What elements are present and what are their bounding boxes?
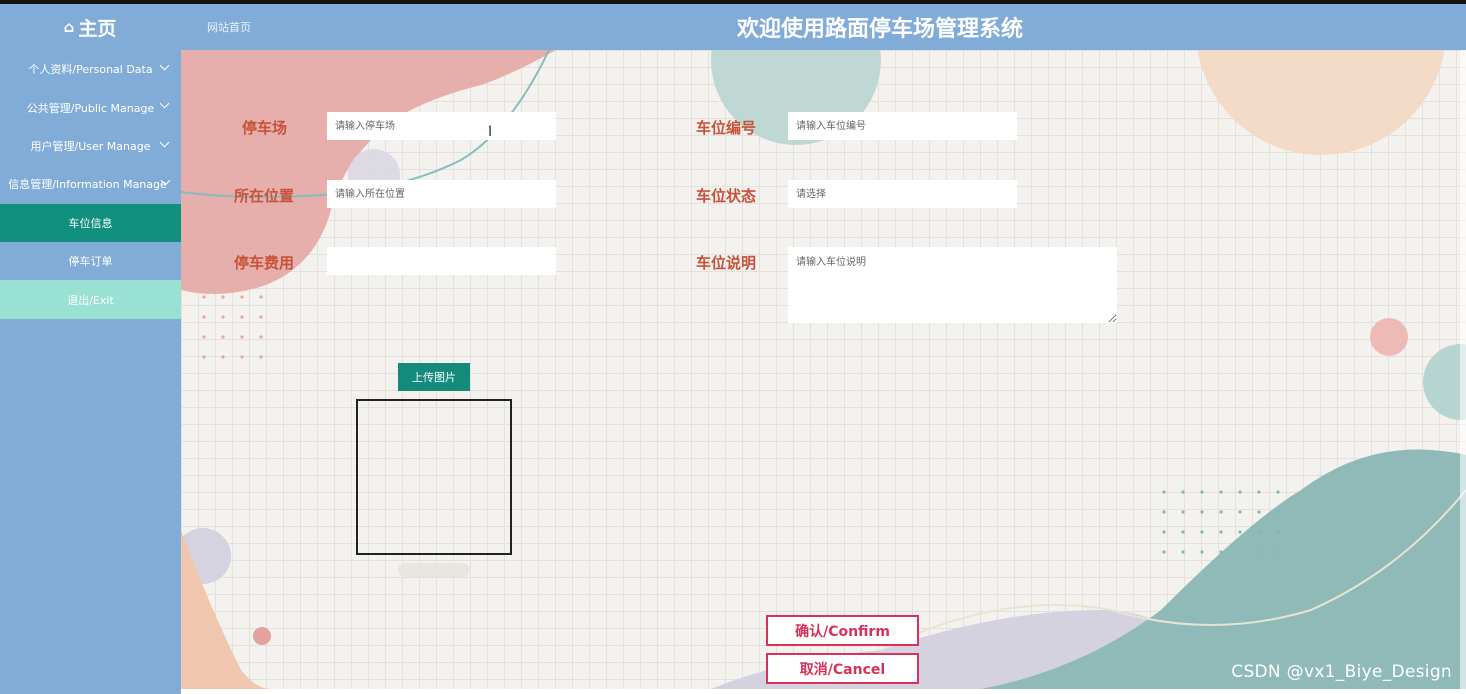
sidebar-item-information-manage[interactable]: 信息管理/Information Manage — [0, 165, 181, 203]
parking-lot-label: 停车场 — [242, 119, 288, 137]
home-icon: ⌂ — [63, 18, 75, 36]
watermark: CSDN @vx1_Biye_Design — [1231, 662, 1452, 682]
sidebar-item-personal-data[interactable]: 个人资料/Personal Data — [0, 50, 181, 88]
chevron-down-icon — [159, 137, 170, 148]
header-bar — [0, 4, 1466, 50]
sidebar-item-user-manage[interactable]: 用户管理/User Manage — [0, 127, 181, 165]
site-home-link[interactable]: 网站首页 — [207, 21, 251, 34]
text-cursor-icon: I — [488, 124, 493, 140]
description-textarea[interactable] — [788, 247, 1117, 323]
description-label: 车位说明 — [696, 254, 757, 272]
confirm-button[interactable]: 确认/Confirm — [766, 615, 919, 646]
parking-lot-input[interactable] — [327, 112, 556, 140]
fee-input[interactable] — [327, 247, 556, 275]
home-link[interactable]: ⌂ 主页 — [0, 4, 180, 50]
space-status-label: 车位状态 — [696, 187, 757, 205]
image-preview — [356, 399, 512, 555]
chevron-down-icon — [159, 98, 170, 109]
sidebar-item-label: 退出/Exit — [67, 293, 114, 307]
sidebar-item-public-manage[interactable]: 公共管理/Public Manage — [0, 88, 181, 126]
upload-image-button[interactable]: 上传图片 — [398, 363, 470, 391]
location-input[interactable] — [327, 180, 556, 208]
fee-label: 停车费用 — [234, 254, 295, 272]
background-decoration — [181, 50, 1466, 689]
bottom-edge — [181, 689, 1466, 694]
space-number-label: 车位编号 — [696, 119, 757, 137]
cancel-button[interactable]: 取消/Cancel — [766, 653, 919, 684]
sidebar-item-label: 公共管理/Public Manage — [26, 101, 155, 115]
chevron-down-icon — [159, 60, 170, 71]
sidebar: 个人资料/Personal Data 公共管理/Public Manage 用户… — [0, 50, 181, 694]
home-label: 主页 — [78, 17, 117, 40]
space-number-input[interactable] — [788, 112, 1017, 140]
sidebar-item-parking-space-info[interactable]: 车位信息 — [0, 203, 181, 242]
app-title: 欢迎使用路面停车场管理系统 — [736, 17, 1023, 42]
sidebar-item-label: 用户管理/User Manage — [30, 139, 151, 153]
sidebar-item-label: 停车订单 — [68, 255, 113, 269]
space-status-select[interactable] — [788, 180, 1017, 208]
sidebar-item-label: 车位信息 — [68, 216, 113, 230]
sidebar-item-label: 信息管理/Information Manage — [8, 178, 167, 192]
sidebar-item-exit[interactable]: 退出/Exit — [0, 280, 181, 319]
window-top-strip — [0, 0, 1466, 4]
image-preview-caption — [398, 563, 470, 577]
sidebar-item-label: 个人资料/Personal Data — [28, 63, 153, 77]
main-content — [181, 50, 1466, 689]
sidebar-item-parking-orders[interactable]: 停车订单 — [0, 242, 181, 280]
location-label: 所在位置 — [234, 187, 295, 205]
